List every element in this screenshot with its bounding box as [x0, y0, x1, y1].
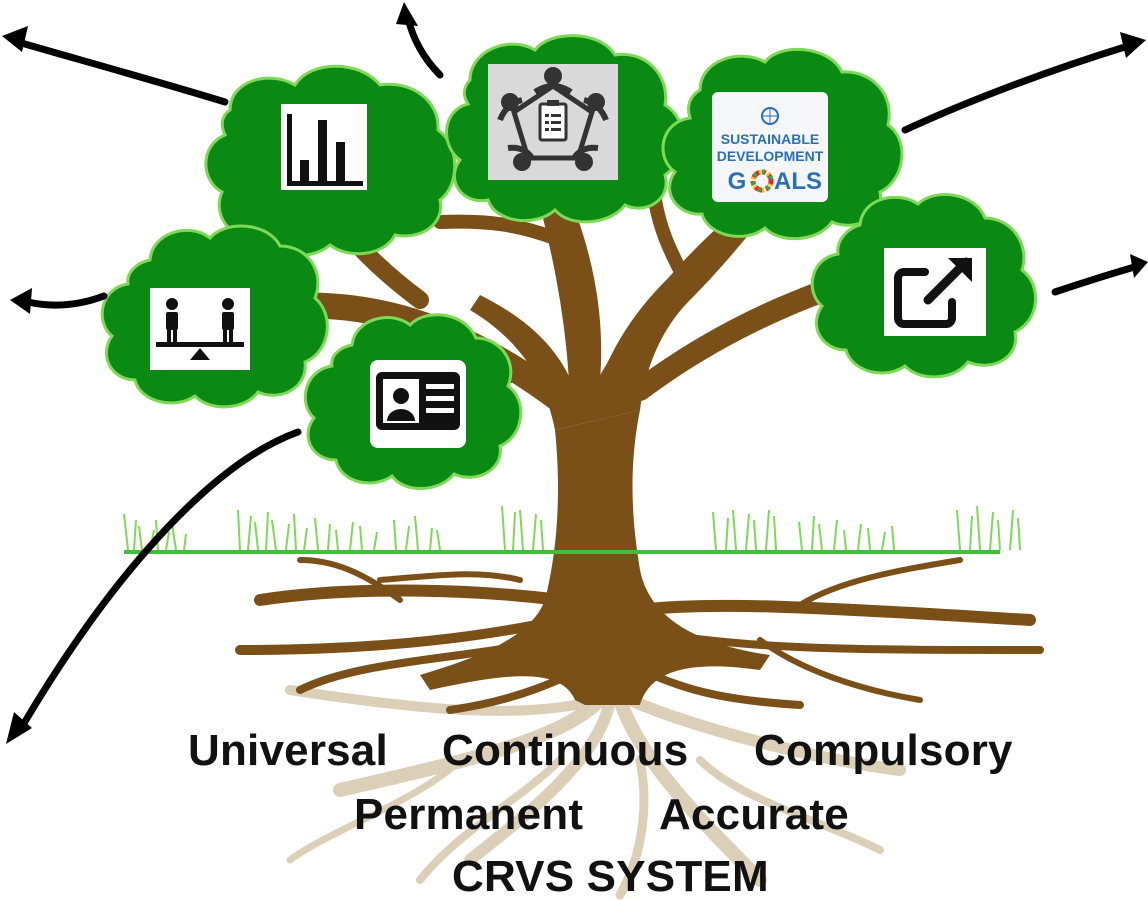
- grass-ground: [123, 505, 1021, 554]
- sdg-line2: DEVELOPMENT: [717, 148, 824, 164]
- external-link-icon: [884, 248, 986, 336]
- quality-compulsory: Compulsory: [754, 726, 1013, 775]
- arrow-heads: [2, 2, 1148, 744]
- tree-trunk: [420, 175, 790, 705]
- id-card-icon: [370, 360, 466, 448]
- outgoing-arrows: [14, 14, 1142, 734]
- system-label: CRVS SYSTEM: [452, 852, 769, 900]
- sdg-line3-prefix: G: [728, 168, 747, 195]
- sdg-line1: SUSTAINABLE: [721, 131, 820, 147]
- sdg-logo-icon: SUSTAINABLE DEVELOPMENT G ALS: [712, 92, 828, 202]
- tree-roots: [235, 557, 1044, 714]
- meeting-table-icon: [488, 64, 618, 180]
- equality-scale-icon: [150, 288, 250, 370]
- quality-accurate: Accurate: [659, 790, 849, 839]
- quality-continuous: Continuous: [442, 726, 689, 775]
- bar-chart-icon: [281, 104, 367, 190]
- sdg-line3-suffix: ALS: [774, 168, 822, 195]
- sdg-color-wheel-icon: [750, 169, 774, 193]
- quality-permanent: Permanent: [354, 790, 584, 839]
- quality-universal: Universal: [188, 726, 388, 775]
